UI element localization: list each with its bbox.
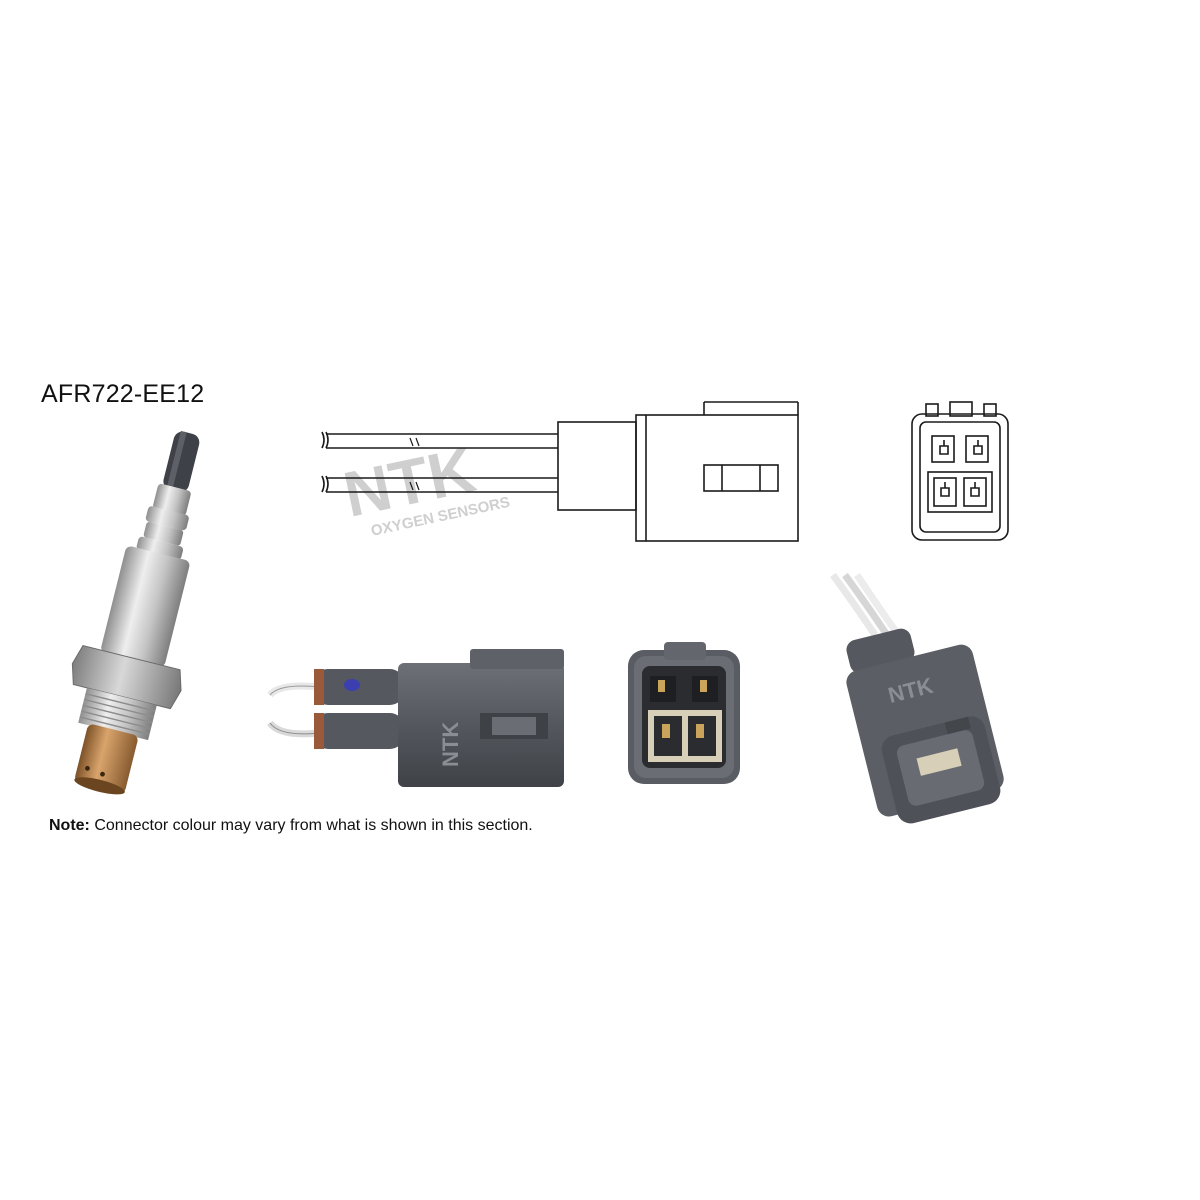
note-text: Connector colour may vary from what is s… [94,817,533,834]
note: Note: Connector colour may vary from wha… [49,817,533,835]
connector-side-drawing-icon: NTK OXYGEN SENSORS [321,401,799,542]
mold-mark: NTK [438,722,463,767]
connector-angle-photo-icon: NTK [830,572,1004,824]
oxygen-sensor-photo-icon [71,430,200,795]
ntk-watermark-icon: NTK OXYGEN SENSORS [338,433,512,540]
connector-face-drawing-icon [911,401,1009,541]
connector-side-photo-icon: NTK [267,649,564,787]
note-label: Note: [49,817,90,834]
connector-face-photo-icon [628,642,740,784]
part-number: AFR722-EE12 [41,380,205,408]
